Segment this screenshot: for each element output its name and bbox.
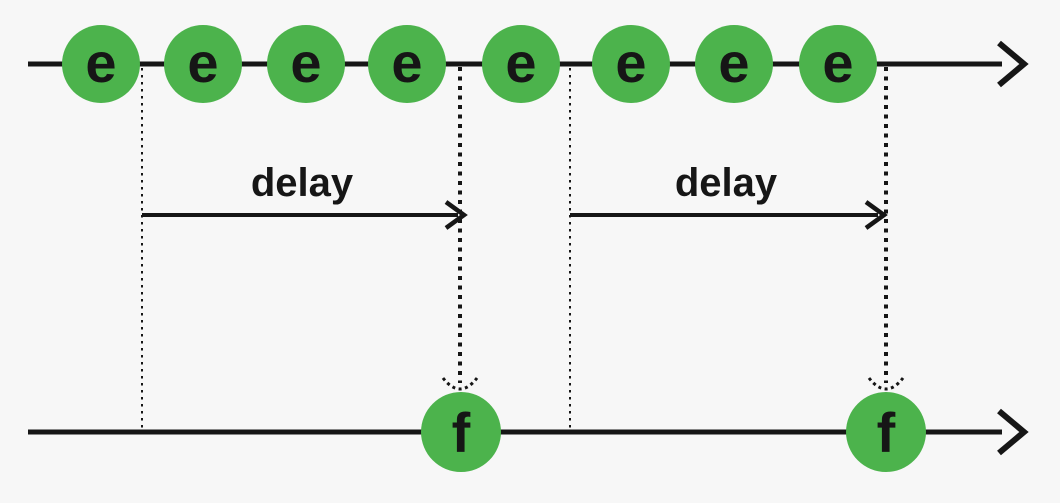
source-event-marker: e (267, 25, 345, 103)
result-event-marker: f (846, 392, 926, 472)
emit-drop-arrowhead-icon (867, 377, 905, 391)
source-event-marker: e (164, 25, 242, 103)
event-circle (164, 25, 242, 103)
delay-arrowhead-icon (444, 200, 468, 230)
event-label: e (85, 31, 116, 94)
event-label: e (187, 31, 218, 94)
event-circle (62, 25, 140, 103)
source-event-marker: e (368, 25, 446, 103)
event-label: e (290, 31, 321, 94)
event-circle (421, 392, 501, 472)
source-event-marker: e (695, 25, 773, 103)
event-label: e (391, 31, 422, 94)
event-label: f (452, 401, 471, 464)
emit-drop-arrowhead-icon (441, 377, 479, 391)
event-circle (368, 25, 446, 103)
source-timeline-arrowhead-icon (997, 40, 1029, 88)
event-label: e (615, 31, 646, 94)
event-circle (482, 25, 560, 103)
source-event-marker: e (482, 25, 560, 103)
event-circle (846, 392, 926, 472)
event-label: e (505, 31, 536, 94)
source-event-marker: e (592, 25, 670, 103)
source-event-marker: e (799, 25, 877, 103)
event-circle (267, 25, 345, 103)
event-label: f (877, 401, 896, 464)
delay-label: delay (675, 161, 778, 205)
delay-label: delay (251, 161, 354, 205)
event-circle (592, 25, 670, 103)
source-event-marker: e (62, 25, 140, 103)
event-circle (695, 25, 773, 103)
result-event-marker: f (421, 392, 501, 472)
event-circle (799, 25, 877, 103)
result-timeline-arrowhead-icon (997, 408, 1029, 456)
delay-arrowhead-icon (864, 200, 888, 230)
event-label: e (822, 31, 853, 94)
event-label: e (718, 31, 749, 94)
